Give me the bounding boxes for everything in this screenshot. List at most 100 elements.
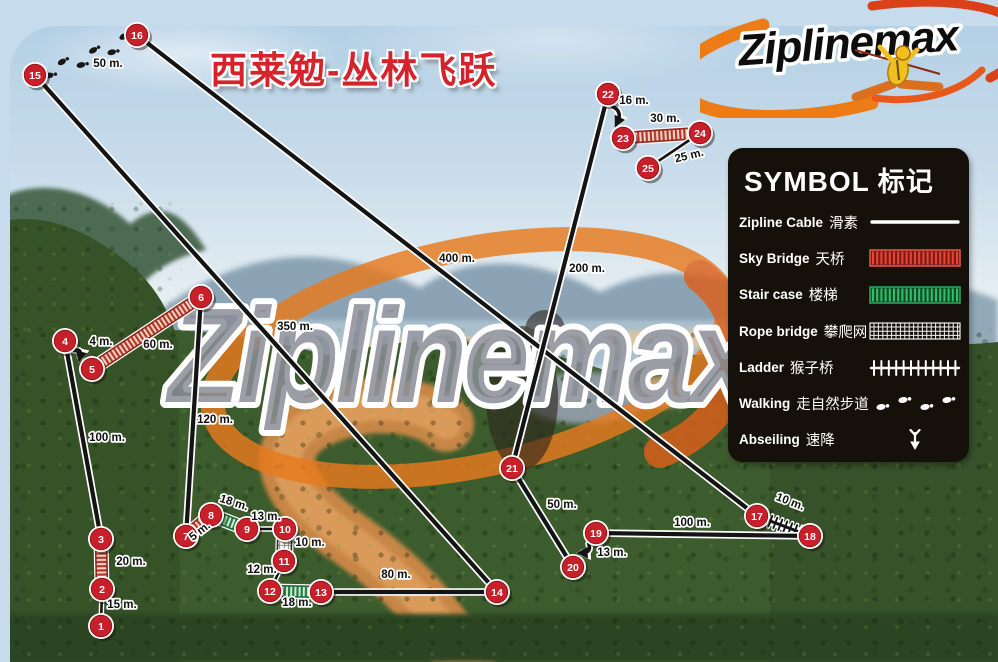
station-number: 3 bbox=[98, 534, 104, 546]
distance-label: 80 m. bbox=[381, 569, 410, 581]
station-6: 6 bbox=[188, 284, 216, 313]
distance-label: 400 m. bbox=[439, 253, 475, 265]
footprint-icon bbox=[920, 403, 934, 410]
distance-label: 13 m. bbox=[251, 511, 280, 523]
station-9: 9 bbox=[234, 516, 262, 545]
segment-abseil bbox=[608, 102, 628, 128]
distance-label: 100 m. bbox=[89, 432, 125, 444]
distance-label: 60 m. bbox=[143, 339, 172, 351]
zipliner-mascot-icon bbox=[851, 44, 944, 102]
footprint-icon bbox=[898, 396, 912, 403]
course-segments bbox=[31, 31, 815, 629]
watermark-text: Ziplinemax bbox=[164, 280, 760, 431]
legend-label-en: Ladder bbox=[739, 359, 785, 375]
abseiling-icon bbox=[909, 428, 921, 450]
station-number: 20 bbox=[567, 562, 579, 574]
legend-label-en: Abseiling bbox=[739, 432, 800, 448]
logo-text: Ziplinemax bbox=[735, 11, 962, 76]
segment-abseil bbox=[70, 346, 90, 364]
station-number: 14 bbox=[491, 587, 503, 599]
distance-label: 4 m. bbox=[89, 336, 112, 348]
legend-label-en: Walking bbox=[739, 396, 791, 412]
station-number: 2 bbox=[99, 584, 105, 596]
distance-label: 120 m. bbox=[197, 414, 233, 426]
legend-item-ladder: Ladder 猴子桥 bbox=[728, 349, 969, 385]
segment-zipline bbox=[61, 337, 105, 543]
distance-label: 20 m. bbox=[116, 556, 145, 568]
station-22: 22 bbox=[595, 81, 623, 110]
legend-label-zh: 滑素 bbox=[829, 215, 859, 232]
station-21: 21 bbox=[499, 455, 527, 484]
distance-label: 350 m. bbox=[277, 321, 313, 333]
course-title: 西莱勉-丛林飞跃 bbox=[210, 50, 498, 91]
station-24: 24 bbox=[687, 120, 715, 149]
distance-label: 50 m. bbox=[93, 58, 122, 70]
distance-label: 16 m. bbox=[619, 95, 648, 107]
station-number: 22 bbox=[602, 89, 614, 101]
station-number: 9 bbox=[244, 524, 250, 536]
station-number: 23 bbox=[617, 133, 629, 145]
station-number: 15 bbox=[29, 70, 41, 82]
station-number: 6 bbox=[198, 292, 204, 304]
legend-label-en: Zipline Cable bbox=[739, 214, 824, 230]
station-25: 25 bbox=[635, 155, 663, 184]
legend-label-en: Stair case bbox=[739, 287, 803, 303]
distance-label: 200 m. bbox=[569, 263, 605, 275]
distance-label: 30 m. bbox=[650, 113, 679, 125]
zipline-icon bbox=[870, 220, 960, 224]
station-number: 21 bbox=[506, 463, 518, 475]
station-20: 20 bbox=[560, 554, 588, 583]
skybridge-icon bbox=[869, 249, 961, 268]
segment-zipline bbox=[508, 464, 577, 571]
station-16: 16 bbox=[124, 22, 152, 51]
station-3: 3 bbox=[88, 526, 116, 555]
legend-label-en: Rope bridge bbox=[739, 323, 818, 339]
ropebridge-icon bbox=[869, 322, 961, 340]
footprint-icon bbox=[876, 403, 890, 410]
station-number: 11 bbox=[278, 556, 289, 568]
segment-zipline bbox=[508, 90, 612, 472]
ladder-icon bbox=[869, 360, 961, 377]
distance-label: 18 m. bbox=[282, 597, 311, 609]
station-number: 19 bbox=[590, 528, 602, 540]
footprint-icon bbox=[57, 57, 70, 66]
station-14: 14 bbox=[484, 579, 512, 608]
station-number: 10 bbox=[279, 524, 291, 536]
segment-walking bbox=[44, 31, 131, 79]
station-number: 17 bbox=[751, 511, 763, 523]
legend-label-zh: 走自然步道 bbox=[796, 397, 869, 414]
station-number: 12 bbox=[264, 586, 276, 598]
station-23: 23 bbox=[610, 125, 638, 154]
footprint-icon bbox=[942, 396, 956, 403]
station-number: 13 bbox=[315, 587, 327, 599]
legend-label-en: Sky Bridge bbox=[739, 250, 810, 266]
legend-title-zh: 标记 bbox=[877, 167, 934, 197]
footprint-icon bbox=[89, 45, 101, 54]
legend-label-zh: 攀爬网 bbox=[823, 324, 868, 341]
station-19: 19 bbox=[583, 520, 611, 549]
station-8: 8 bbox=[198, 502, 226, 531]
station-10: 10 bbox=[272, 516, 300, 545]
footprint-icon bbox=[107, 49, 120, 56]
distance-label: 100 m. bbox=[674, 517, 710, 529]
legend-title-en: SYMBOL bbox=[744, 166, 870, 197]
segment-zipline bbox=[592, 529, 814, 540]
station-18: 18 bbox=[797, 523, 825, 552]
station-17: 17 bbox=[744, 503, 772, 532]
legend-label-zh: 猴子桥 bbox=[790, 360, 834, 377]
station-7: 7 bbox=[173, 523, 201, 552]
segment-skybridge bbox=[92, 294, 201, 372]
distance-label: 15 m. bbox=[107, 599, 136, 611]
distance-label: 13 m. bbox=[597, 547, 626, 559]
station-number: 7 bbox=[183, 531, 189, 543]
station-number: 1 bbox=[98, 621, 104, 633]
segment-zipline bbox=[182, 293, 205, 540]
station-number: 24 bbox=[694, 128, 706, 140]
staircase-icon bbox=[869, 285, 961, 304]
